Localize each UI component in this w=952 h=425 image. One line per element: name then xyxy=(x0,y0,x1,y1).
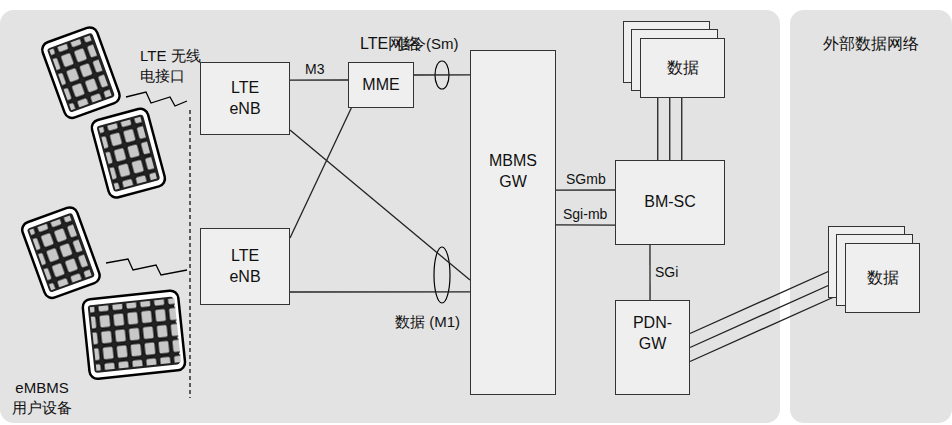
data-stack-box: 数据 xyxy=(845,243,920,313)
box-label: 数据 xyxy=(867,268,899,289)
label-anchor: SGi xyxy=(655,264,678,281)
network-box: MBMS GW xyxy=(470,50,556,395)
box-label: PDN-GW xyxy=(633,313,672,355)
box-label: MME xyxy=(362,75,399,96)
link-line xyxy=(290,79,348,80)
phone-icon xyxy=(82,290,186,380)
link-line xyxy=(649,245,650,300)
network-box: BM-SC xyxy=(615,160,725,245)
link-line xyxy=(556,224,615,225)
network-box: PDN-GW xyxy=(615,300,690,395)
label-anchor: 信令(Sm) xyxy=(396,34,459,54)
box-label: MBMS GW xyxy=(489,151,537,193)
interface-label: Sgi-mb xyxy=(563,206,607,223)
box-label: LTE eNB xyxy=(229,246,260,288)
interface-label: SGmb xyxy=(566,171,606,188)
region-title: 外部数据网络 xyxy=(823,34,919,55)
interface-label: M3 xyxy=(305,61,324,78)
label-anchor: M3 xyxy=(305,61,324,78)
annotation-label: 信令(Sm) xyxy=(396,34,459,54)
box-label: 数据 xyxy=(667,58,699,79)
box-label: LTE eNB xyxy=(229,78,260,120)
label-anchor: SGmb xyxy=(566,171,606,188)
network-region: 外部数据网络数据 xyxy=(790,10,952,423)
interface-label: SGi xyxy=(655,264,678,281)
box-label: BM-SC xyxy=(644,192,696,213)
link-line xyxy=(290,291,470,292)
network-box: LTE eNB xyxy=(200,228,290,305)
network-box: LTE eNB xyxy=(200,62,290,135)
link-line xyxy=(414,74,470,75)
annotation-label: 数据 (M1) xyxy=(395,312,460,332)
label-anchor: 数据 (M1) xyxy=(395,312,460,332)
link-line xyxy=(556,189,615,190)
label-anchor: eMBMS 用户设备 xyxy=(4,378,80,417)
network-box: MME xyxy=(348,62,414,108)
annotation-label: eMBMS 用户设备 xyxy=(4,378,80,417)
data-stack-box: 数据 xyxy=(640,38,725,98)
label-anchor: Sgi-mb xyxy=(563,206,607,223)
